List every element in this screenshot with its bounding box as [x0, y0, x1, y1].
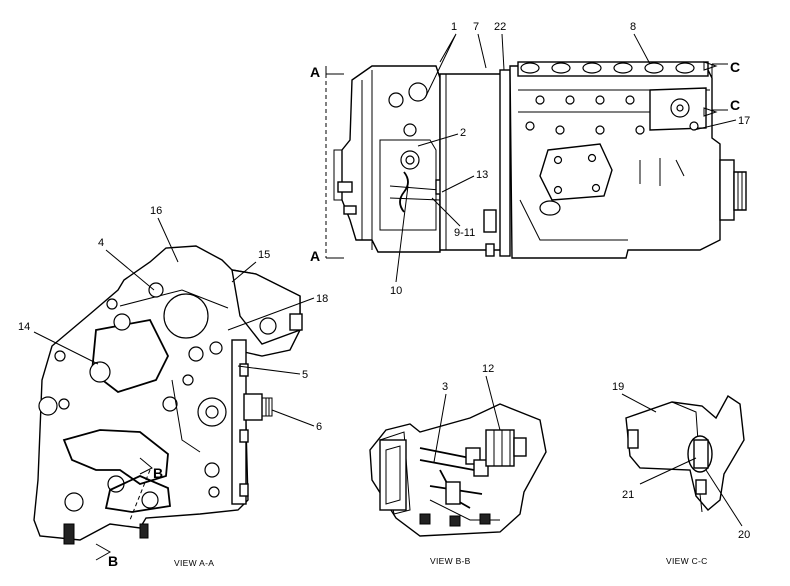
callout-19: 19: [612, 381, 624, 393]
view-b-b-caption: VIEW B-B: [430, 556, 471, 566]
callout-6: 6: [316, 421, 322, 433]
callout-18: 18: [316, 293, 328, 305]
section-a-marker: A A: [310, 64, 344, 264]
main-callouts: 1 7 22 8 2 17 13 9-11 10: [390, 21, 750, 297]
section-b-lower: B: [108, 553, 118, 569]
section-a-top: A: [310, 64, 320, 80]
callout-5: 5: [302, 369, 308, 381]
callout-17: 17: [738, 115, 750, 127]
callout-20: 20: [738, 529, 750, 541]
view-a-a-callouts: 16 4 15 18 14 5 6: [18, 205, 328, 433]
section-b-upper: B: [153, 465, 163, 481]
section-c-top: C: [730, 59, 740, 75]
view-b-b-assembly: [369, 403, 547, 537]
section-c-mid: C: [730, 97, 740, 113]
callout-15: 15: [258, 249, 270, 261]
callout-4: 4: [98, 237, 104, 249]
view-c-c-caption: VIEW C-C: [666, 556, 708, 566]
callout-7: 7: [473, 21, 479, 33]
callout-14: 14: [18, 321, 30, 333]
callout-22: 22: [494, 21, 506, 33]
view-b-b-callouts: 12 3: [433, 363, 501, 463]
delivery-valve-row: [517, 61, 709, 77]
fuel-pump-assembly: [333, 61, 747, 259]
section-b-marker: B B: [95, 457, 163, 569]
callout-1: 1: [451, 21, 457, 33]
section-c-marker: C C: [703, 59, 740, 117]
callout-16: 16: [150, 205, 162, 217]
view-c-c-callouts: 19 21 20: [612, 381, 750, 541]
view-a-a-housing: [33, 245, 303, 545]
section-a-bottom: A: [310, 248, 320, 264]
callout-10: 10: [390, 285, 402, 297]
callout-8: 8: [630, 21, 636, 33]
view-a-a-caption: VIEW A-A: [174, 558, 214, 568]
callout-2: 2: [460, 127, 466, 139]
callout-9-11: 9-11: [454, 227, 475, 239]
callout-13: 13: [476, 169, 488, 181]
callout-21: 21: [622, 489, 634, 501]
callout-3: 3: [442, 381, 448, 393]
view-c-c-assembly: [625, 394, 745, 513]
callout-12: 12: [482, 363, 494, 375]
